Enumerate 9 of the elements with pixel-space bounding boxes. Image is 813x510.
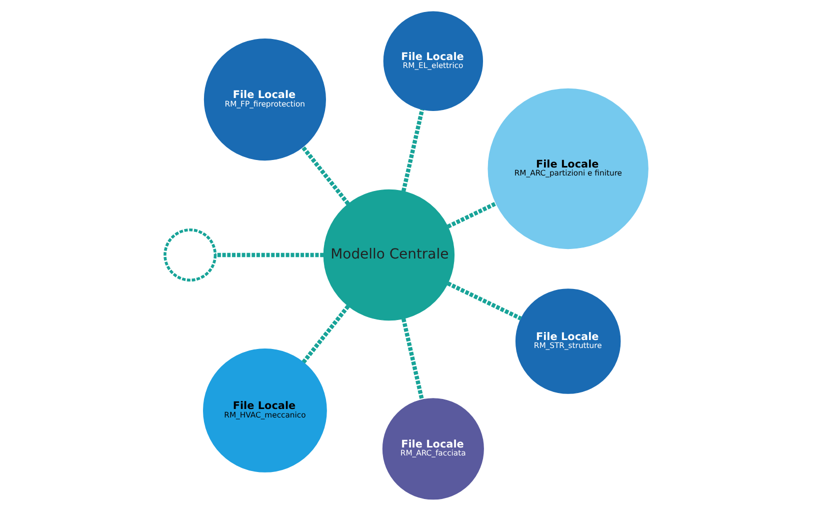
- connector: [301, 145, 350, 205]
- connector: [302, 304, 350, 364]
- connector: [401, 318, 424, 400]
- node-circle: [164, 228, 217, 282]
- connector: [401, 108, 424, 192]
- node-circle: Modello Centrale: [323, 188, 455, 320]
- connector: [446, 281, 522, 320]
- connector: [215, 252, 324, 257]
- connector: [446, 201, 497, 228]
